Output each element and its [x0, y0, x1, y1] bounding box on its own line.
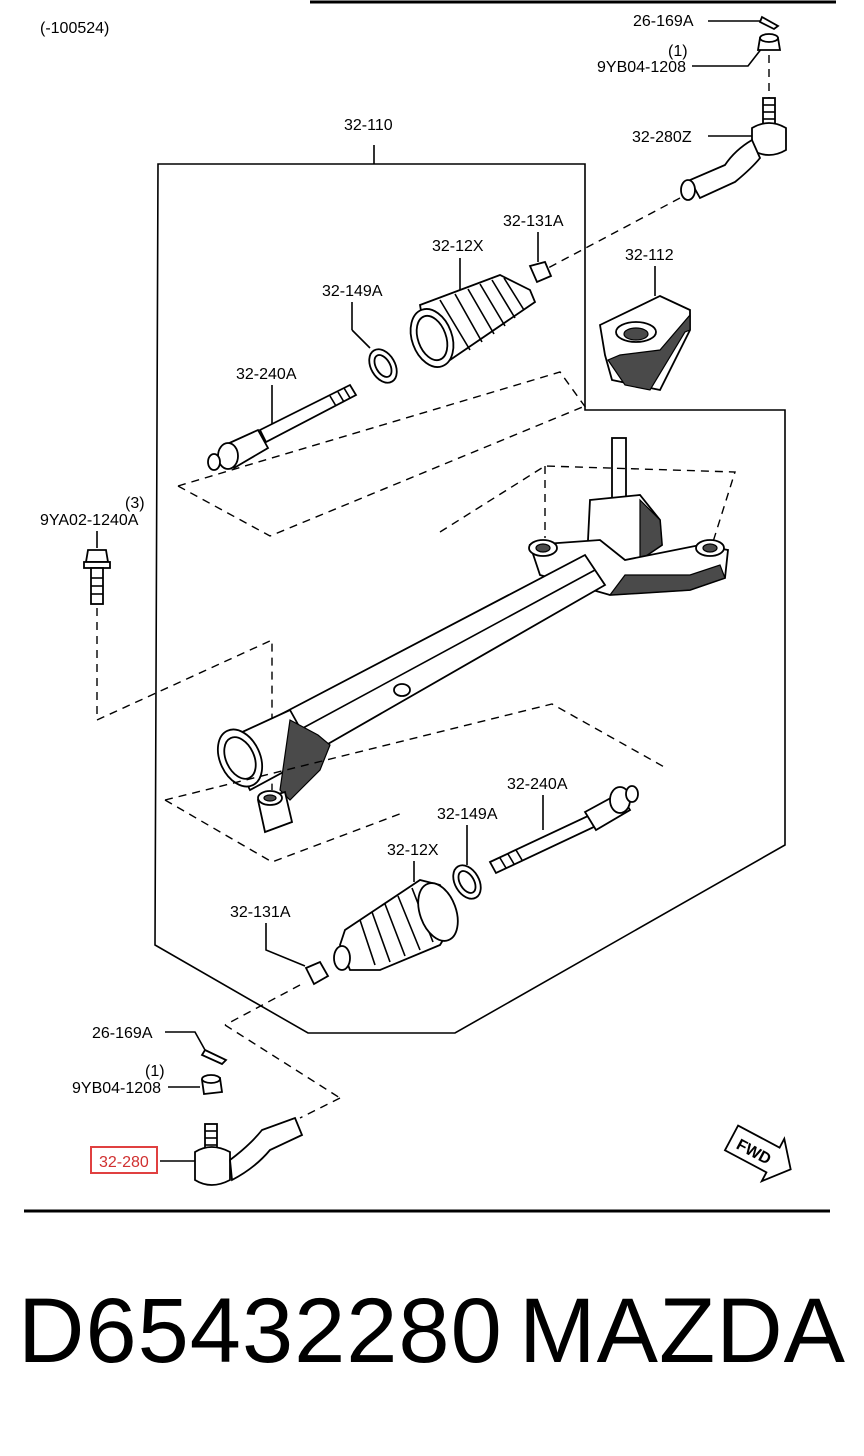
label-boot-top: 32-12X: [432, 238, 484, 255]
label-clip-bottom: 32-149A: [437, 806, 498, 823]
nut-left-top-icon: [528, 260, 553, 284]
qty-nut-top: (1): [668, 43, 688, 60]
label-bolt: 9YA02-1240A: [40, 512, 139, 529]
label-tie-rod-end-left: 32-280: [99, 1154, 149, 1171]
label-gear-assembly: 32-110: [344, 117, 393, 134]
tie-rod-end-left-icon: [194, 1116, 304, 1186]
gear-assembly-frame: [154, 145, 786, 1034]
cotter-pin-bottom-icon: [200, 1048, 228, 1066]
tie-rod-bottom-icon: [488, 785, 639, 875]
clip-top-icon: [368, 348, 398, 384]
nut-bottom-icon: [200, 1074, 224, 1095]
label-tie-rod-end-right: 32-280Z: [632, 129, 692, 146]
tie-rod-end-right-icon: [680, 97, 787, 201]
parts-diagram: (-100524) 32-110 26-169A (1) 9YB04-1208 …: [24, 0, 836, 1213]
part-number: D65432280: [18, 1280, 503, 1382]
nut-top-icon: [756, 33, 782, 51]
steering-gear-housing-icon: [216, 437, 729, 834]
label-boot-bottom: 32-12X: [387, 842, 439, 859]
label-tie-rod-bottom: 32-240A: [507, 776, 568, 793]
label-cotter-pin-top: 26-169A: [633, 13, 694, 30]
mount-rubber-icon: [599, 295, 691, 392]
label-nut-top: 9YB04-1208: [597, 59, 686, 76]
boot-bottom-icon: [333, 879, 459, 971]
bolt-icon: [83, 549, 111, 605]
qty-nut-bottom: (1): [145, 1063, 165, 1080]
nut-left-bottom-icon: [304, 960, 330, 986]
brand-name: MAZDA: [519, 1280, 846, 1382]
label-nut-left-top: 32-131A: [503, 213, 564, 230]
label-cotter-pin-bottom: 26-169A: [92, 1025, 153, 1042]
footer: D65432280 MAZDA: [0, 1285, 864, 1405]
qty-bolt: (3): [125, 495, 145, 512]
label-nut-left-bottom: 32-131A: [230, 904, 291, 921]
serial-range: (-100524): [40, 20, 109, 37]
cotter-pin-top-icon: [758, 15, 780, 31]
label-tie-rod-top: 32-240A: [236, 366, 297, 383]
highlight-box: [90, 1146, 158, 1174]
fwd-arrow-icon: FWD: [723, 1124, 792, 1183]
tie-rod-top-icon: [207, 383, 358, 471]
clip-bottom-icon: [452, 864, 482, 900]
boot-top-icon: [409, 274, 537, 368]
label-clip-top: 32-149A: [322, 283, 383, 300]
label-mount-rubber: 32-112: [625, 247, 674, 264]
label-nut-bottom: 9YB04-1208: [72, 1080, 161, 1097]
